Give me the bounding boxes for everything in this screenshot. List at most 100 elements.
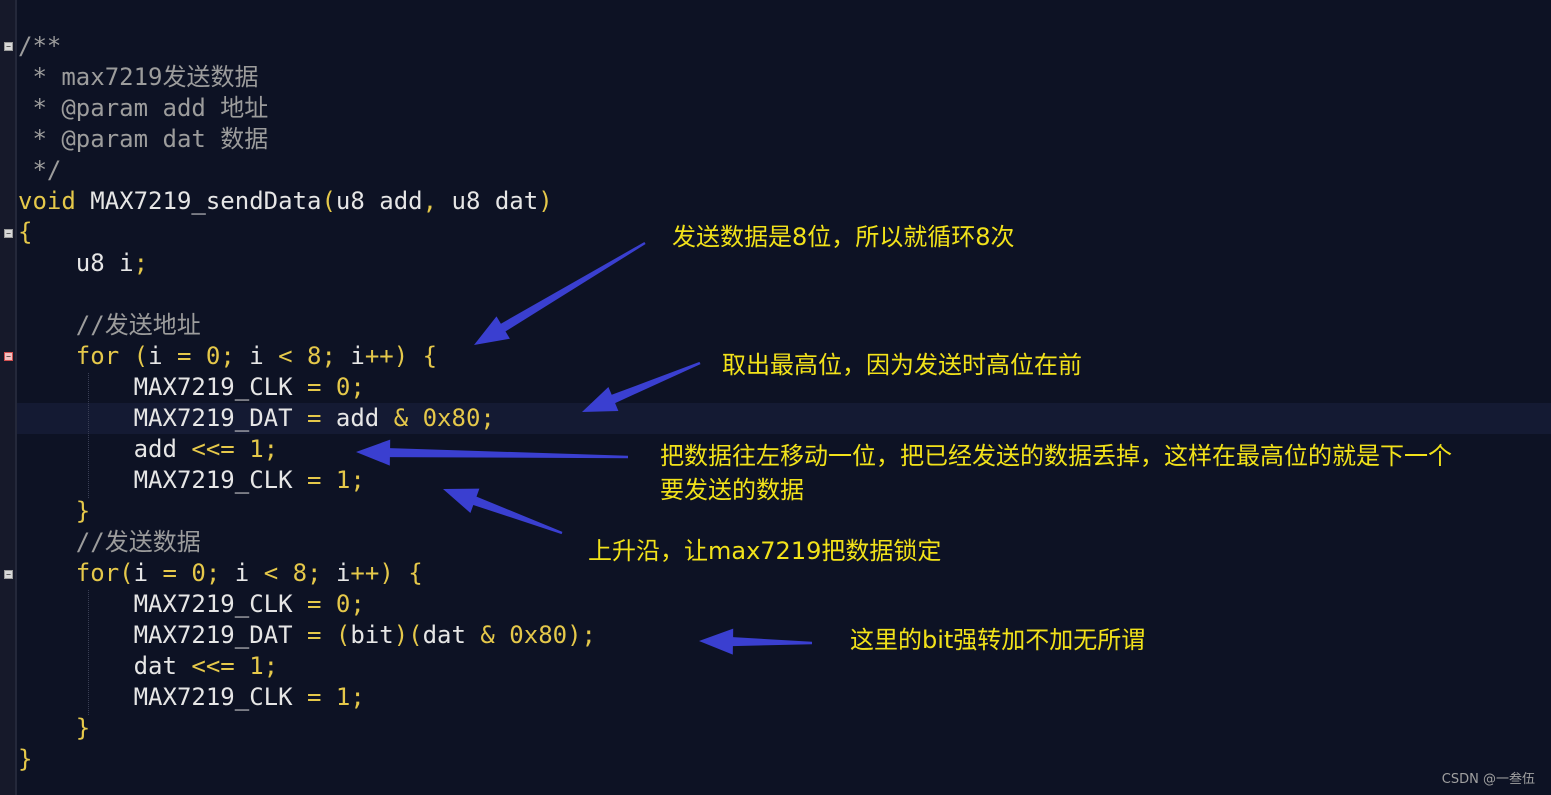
code-token: , xyxy=(422,187,438,215)
code-line[interactable]: MAX7219_DAT = (bit)(dat & 0x80); xyxy=(18,620,596,651)
code-token: ( xyxy=(321,621,351,649)
code-line[interactable]: //发送数据 xyxy=(18,527,201,558)
fold-toggle-icon[interactable]: − xyxy=(4,570,13,579)
code-token: ) { xyxy=(379,559,423,587)
code-token: 0x80 xyxy=(494,621,568,649)
code-token: & xyxy=(480,621,495,649)
code-token: ; xyxy=(205,559,221,587)
code-token: ; xyxy=(263,435,279,463)
code-token: i xyxy=(133,559,163,587)
code-token: void xyxy=(18,187,76,215)
code-token: ); xyxy=(567,621,597,649)
code-line[interactable]: for (i = 0; i < 8; i++) { xyxy=(18,341,437,372)
fold-toggle-icon[interactable]: − xyxy=(4,352,13,361)
code-token: * @param dat 数据 xyxy=(18,125,269,153)
code-token: 0x80 xyxy=(408,404,481,432)
code-token: //发送数据 xyxy=(18,528,201,556)
code-token: dat xyxy=(422,621,481,649)
annotation-bitcast: 这里的bit强转加不加无所谓 xyxy=(850,626,1146,654)
code-token: ++ xyxy=(350,559,380,587)
code-line[interactable]: } xyxy=(18,496,90,527)
code-token: i xyxy=(321,559,351,587)
code-token: u8 add xyxy=(335,187,423,215)
code-line[interactable]: add <<= 1; xyxy=(18,434,279,465)
code-token: MAX7219_sendData xyxy=(75,187,322,215)
code-token: ( xyxy=(321,187,336,215)
code-line[interactable]: } xyxy=(18,713,90,744)
code-token: * @param add 地址 xyxy=(18,94,269,122)
code-line[interactable]: //发送地址 xyxy=(18,310,201,341)
code-line[interactable]: MAX7219_CLK = 1; xyxy=(18,465,365,496)
code-token: MAX7219_DAT xyxy=(18,404,307,432)
code-token: for xyxy=(18,559,120,587)
code-token: = xyxy=(306,590,322,618)
code-line[interactable]: for(i = 0; i < 8; i++) { xyxy=(18,558,423,589)
code-line[interactable]: * @param add 地址 xyxy=(18,93,268,124)
code-token: ; xyxy=(263,652,279,680)
code-token: //发送地址 xyxy=(18,311,201,339)
code-token: <<= xyxy=(191,652,235,680)
annotation-rising-edge: 上升沿，让max7219把数据锁定 xyxy=(588,537,942,565)
code-token: 1 xyxy=(321,683,351,711)
code-token: i xyxy=(148,342,177,370)
code-token: < xyxy=(263,559,279,587)
code-token: 1 xyxy=(321,466,351,494)
code-token: MAX7219_CLK xyxy=(18,683,307,711)
indent-guide xyxy=(88,590,89,715)
code-line[interactable]: u8 i; xyxy=(18,248,148,279)
code-line[interactable]: MAX7219_DAT = add & 0x80; xyxy=(18,403,495,434)
code-line[interactable]: MAX7219_CLK = 0; xyxy=(18,372,365,403)
code-token: = xyxy=(306,466,322,494)
watermark: CSDN @一叁伍 xyxy=(1441,772,1535,787)
code-token: ++ xyxy=(364,342,394,370)
gutter-divider xyxy=(15,0,17,795)
code-token: )( xyxy=(393,621,423,649)
code-token: 8 xyxy=(278,559,308,587)
code-token: MAX7219_DAT xyxy=(18,621,307,649)
indent-guide xyxy=(88,373,89,498)
code-token: } xyxy=(18,497,91,525)
code-token: ) xyxy=(538,187,553,215)
code-token: u8 dat xyxy=(437,187,539,215)
code-token: 8 xyxy=(292,342,322,370)
code-token: 0 xyxy=(321,590,351,618)
annotation-shift-line2: 要发送的数据 xyxy=(660,476,804,504)
fold-toggle-icon[interactable]: − xyxy=(4,229,13,238)
fold-toggle-icon[interactable]: − xyxy=(4,42,13,51)
code-line[interactable]: void MAX7219_sendData(u8 add, u8 dat) xyxy=(18,186,553,217)
code-token: ; xyxy=(350,590,365,618)
code-token: u8 i xyxy=(18,249,134,277)
annotation-shift-line1: 把数据往左移动一位，把已经发送的数据丢掉，这样在最高位的就是下一个 xyxy=(660,442,1452,470)
code-line[interactable]: * max7219发送数据 xyxy=(18,62,258,93)
code-token: < xyxy=(278,342,293,370)
code-token: ; xyxy=(307,559,322,587)
code-token: /** xyxy=(18,32,62,60)
code-token: } xyxy=(18,745,33,773)
code-token: ; xyxy=(350,373,365,401)
code-token: = xyxy=(162,559,177,587)
code-token: ; xyxy=(480,404,495,432)
arrow-icon xyxy=(699,628,812,655)
code-line[interactable]: dat <<= 1; xyxy=(18,651,279,682)
code-token: MAX7219_CLK xyxy=(18,373,307,401)
code-line[interactable]: MAX7219_CLK = 1; xyxy=(18,682,365,713)
code-token: ; xyxy=(220,342,235,370)
code-token: i xyxy=(220,559,264,587)
code-token: ( xyxy=(119,342,149,370)
code-token: add xyxy=(18,435,192,463)
code-line[interactable]: } xyxy=(18,744,32,775)
code-token: i xyxy=(335,342,365,370)
code-token: MAX7219_CLK xyxy=(18,466,307,494)
code-line[interactable]: { xyxy=(18,217,32,248)
code-token: ; xyxy=(133,249,149,277)
code-line[interactable]: /** xyxy=(18,31,61,62)
code-token: ; xyxy=(321,342,336,370)
code-line[interactable]: MAX7219_CLK = 0; xyxy=(18,589,365,620)
editor-gutter xyxy=(0,0,15,795)
code-token: = xyxy=(176,342,192,370)
code-token: i xyxy=(234,342,279,370)
code-line[interactable]: * @param dat 数据 xyxy=(18,124,268,155)
code-line[interactable]: */ xyxy=(18,155,61,186)
